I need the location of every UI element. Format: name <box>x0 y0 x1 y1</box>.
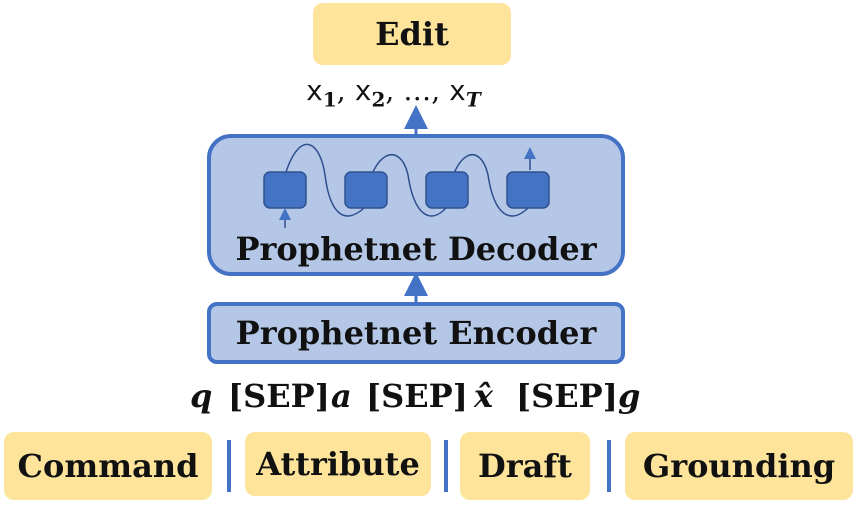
seq-x1: x <box>306 74 323 107</box>
decoder-cell-3 <box>425 171 469 209</box>
seq-comma-1: , <box>336 74 346 107</box>
token-sep-2: [SEP] <box>366 377 468 415</box>
seq-xT-sub: T <box>465 87 481 112</box>
decoder-cell-1 <box>263 171 307 209</box>
seq-x1-sub: 1 <box>322 87 337 112</box>
decoder-cell-4 <box>506 171 550 209</box>
edit-label: Edit <box>375 15 449 53</box>
segment-draft: Draft <box>460 432 590 500</box>
output-sequence: x1, x2, …, xT <box>306 74 526 114</box>
segment-attribute-label: Attribute <box>256 445 420 483</box>
token-a: a <box>331 377 352 415</box>
encoder-label-wrap: Prophetnet Encoder <box>211 306 621 360</box>
segment-grounding-label: Grounding <box>642 447 836 485</box>
segment-grounding: Grounding <box>625 432 853 500</box>
seq-comma-3: , <box>431 74 441 107</box>
token-sep-3: [SEP] <box>516 377 618 415</box>
encoder-label: Prophetnet Encoder <box>235 314 597 352</box>
decoder-cell-2 <box>344 171 388 209</box>
decoder-recurrence-curve <box>285 143 529 217</box>
token-x-hat: x̂ <box>474 377 494 415</box>
seq-ellipsis: … <box>403 74 432 107</box>
seq-x2: x <box>354 74 372 107</box>
segment-command-label: Command <box>17 447 199 485</box>
seq-comma-2: , <box>385 74 395 107</box>
seq-xT: x <box>449 74 466 107</box>
decoder-label-wrap: Prophetnet Decoder <box>211 226 621 272</box>
segment-command: Command <box>4 432 212 500</box>
encoder-box <box>207 302 625 364</box>
segment-draft-label: Draft <box>478 447 572 485</box>
token-sep-1: [SEP] <box>228 377 330 415</box>
decoder-label: Prophetnet Decoder <box>235 230 597 268</box>
token-q: q <box>190 377 213 415</box>
input-token-row: q [SEP] a [SEP] x̂ [SEP] g <box>186 377 666 425</box>
seq-x2-sub: 2 <box>371 87 386 112</box>
token-g: g <box>618 377 641 415</box>
segment-attribute: Attribute <box>245 432 431 496</box>
edit-output-box: Edit <box>313 3 511 65</box>
